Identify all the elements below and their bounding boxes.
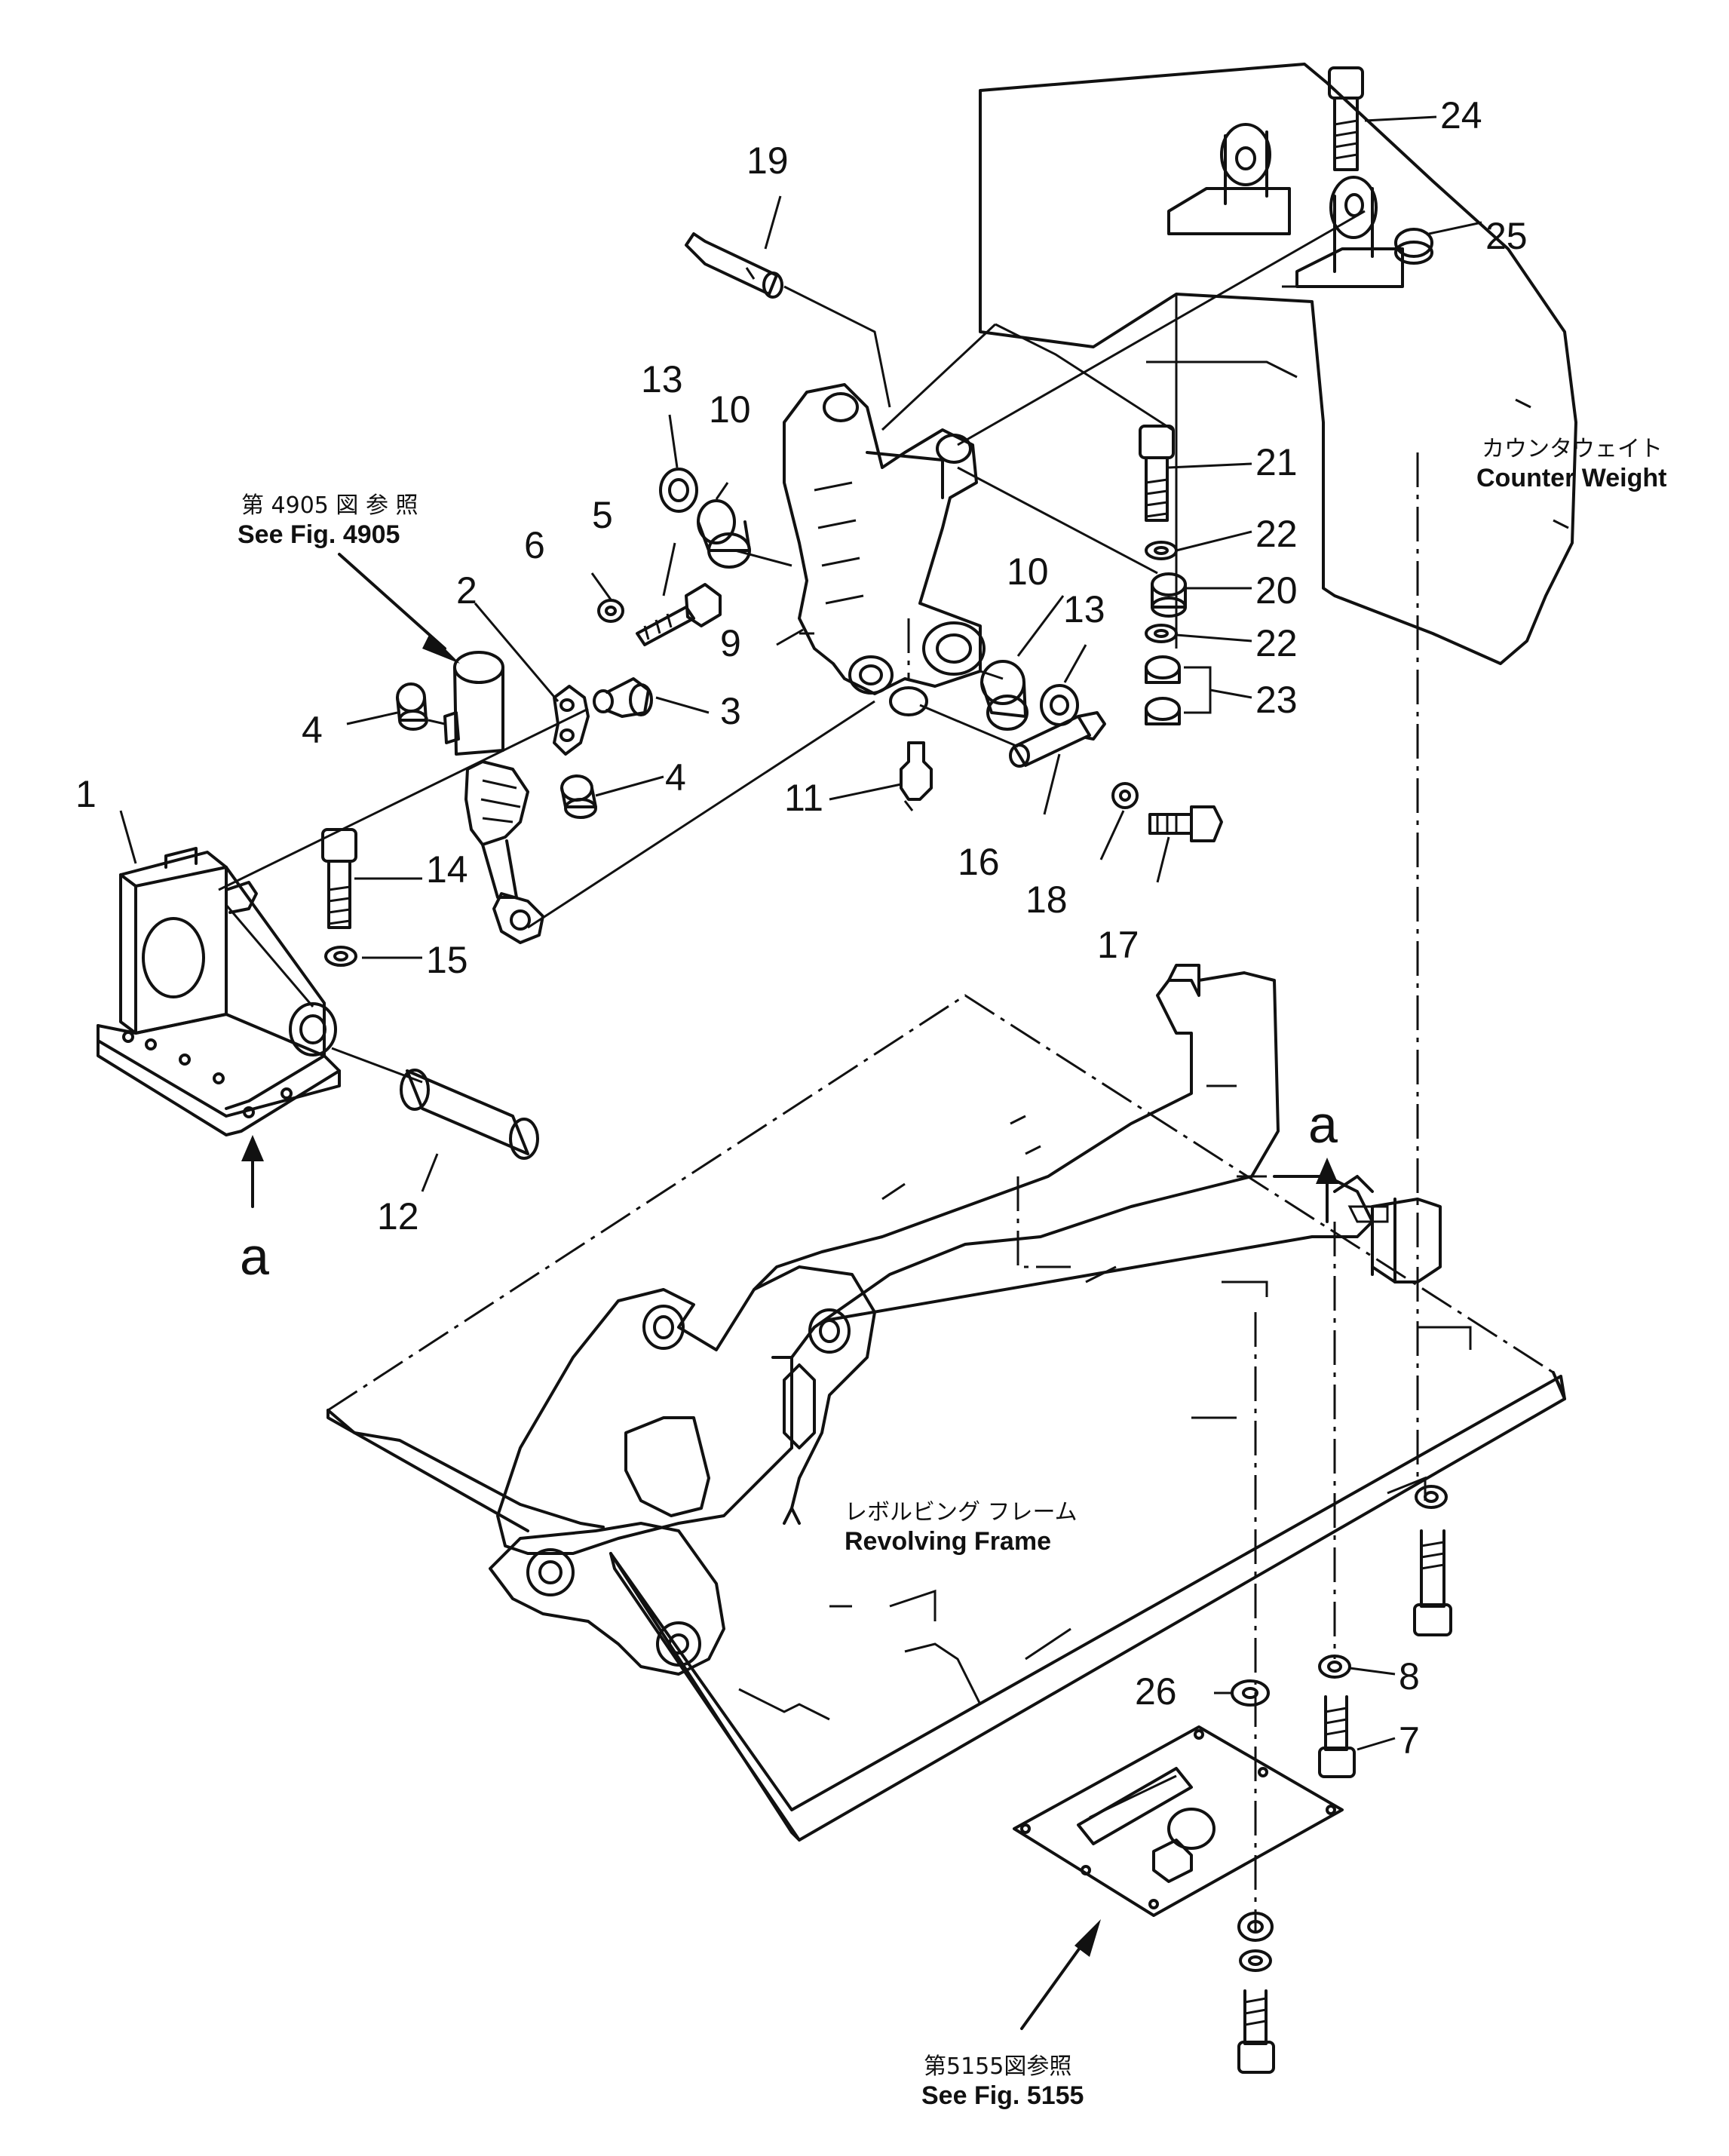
washer-26 (1231, 1679, 1270, 1707)
callout-5: 5 (592, 494, 613, 536)
view-mark-a-left: a (240, 1227, 269, 1286)
component-labels: カウンタウェイト Counter Weight レボルビング フレーム Revo… (845, 436, 1666, 1556)
callout-19: 19 (746, 140, 789, 182)
bolt-21 (1139, 425, 1175, 522)
washer-8 (1318, 1655, 1351, 1679)
ref-5155-jp: 第5155図参照 (924, 2053, 1071, 2080)
bushing-10-left (697, 499, 751, 569)
link-bracket-9 (783, 383, 986, 716)
view-arrow-left (241, 1135, 264, 1208)
pin-19 (685, 232, 783, 299)
callout-17: 17 (1097, 924, 1139, 966)
callout-numbers: 1 2 3 4 4 5 6 7 8 9 10 10 11 12 13 13 14… (75, 94, 1528, 1762)
grease-nipple-3 (593, 677, 653, 718)
washer-18 (1111, 782, 1139, 809)
callout-7: 7 (1399, 1719, 1420, 1762)
callout-16: 16 (958, 841, 1000, 883)
ref-5155-en: See Fig. 5155 (921, 2081, 1084, 2110)
bushing-10-right (980, 660, 1029, 731)
washer-6 (597, 599, 624, 623)
view-arrow-right (1316, 1158, 1338, 1223)
cover-plate (1013, 1725, 1344, 1917)
callout-14: 14 (426, 848, 468, 891)
callout-22-upper: 22 (1255, 513, 1298, 555)
nuts-23 (1145, 655, 1181, 725)
cover-bolt (1237, 1989, 1275, 2074)
counterweight-label-jp: カウンタウェイト (1482, 436, 1663, 462)
pin-12 (400, 1069, 539, 1160)
bolt-5 (636, 583, 722, 646)
callout-10-right: 10 (1007, 551, 1049, 593)
nut-25 (1394, 228, 1433, 265)
bushing-4-upper (396, 682, 428, 731)
counterweight-label-en: Counter Weight (1476, 464, 1666, 492)
callout-12: 12 (377, 1195, 419, 1237)
ref-4905-en: See Fig. 4905 (238, 520, 400, 549)
reference-arrow-4905 (338, 553, 460, 664)
washer-22-lower (1145, 624, 1178, 643)
washer-frame-bolt-upper (1415, 1485, 1448, 1509)
callout-13-left: 13 (641, 358, 683, 400)
callout-8: 8 (1399, 1655, 1420, 1698)
callout-26: 26 (1135, 1670, 1177, 1713)
callout-22-lower: 22 (1255, 622, 1298, 664)
callout-25: 25 (1485, 215, 1528, 257)
pedestal-1 (97, 847, 341, 1136)
hydraulic-cylinder (443, 651, 544, 944)
callout-11: 11 (784, 777, 823, 819)
bolt-17 (1148, 805, 1223, 842)
cover-washer (1239, 1949, 1272, 1972)
frame-label-en: Revolving Frame (845, 1527, 1051, 1556)
revolving-frame (326, 964, 1566, 1842)
callout-leaders (119, 115, 1482, 1751)
callout-15: 15 (426, 939, 468, 981)
callout-20: 20 (1255, 569, 1298, 612)
callout-4-lower: 4 (665, 756, 686, 799)
pin-16 (1009, 711, 1106, 768)
reference-arrow-5155 (1020, 1919, 1101, 2030)
washer-15 (324, 946, 357, 967)
clamp-2 (553, 685, 590, 756)
frame-label-jp: レボルビング フレーム (845, 1499, 1078, 1526)
bolt-14 (321, 828, 357, 929)
callout-10-left: 10 (709, 388, 751, 431)
view-mark-labels: a a (240, 1095, 1338, 1286)
ref-4905-jp: 第 4905 図 参 照 (241, 492, 418, 519)
callout-23: 23 (1255, 679, 1298, 721)
callout-18: 18 (1025, 879, 1068, 921)
seal-13-left (659, 468, 698, 513)
callout-4-upper: 4 (302, 709, 323, 751)
assembly-lines (218, 210, 1419, 1931)
view-mark-a-right: a (1308, 1095, 1338, 1154)
callout-9: 9 (720, 622, 741, 664)
callout-13-right: 13 (1063, 588, 1105, 630)
callout-1: 1 (75, 773, 97, 815)
grease-nipple-11 (900, 741, 933, 811)
reference-labels: 第 4905 図 参 照 See Fig. 4905 第5155図参照 See … (238, 492, 1084, 2110)
callout-6: 6 (524, 524, 545, 566)
callout-24: 24 (1440, 94, 1482, 136)
callout-3: 3 (720, 690, 741, 732)
counter-weight (979, 63, 1577, 665)
spacer-20 (1151, 572, 1187, 618)
frame-bolt-upper (1413, 1529, 1452, 1636)
bolt-7 (1318, 1695, 1356, 1778)
callout-2: 2 (456, 569, 477, 612)
callout-21: 21 (1255, 441, 1298, 483)
bolt-24 (1328, 66, 1364, 171)
bushing-4-lower (560, 774, 597, 819)
washer-22-upper (1145, 541, 1178, 560)
